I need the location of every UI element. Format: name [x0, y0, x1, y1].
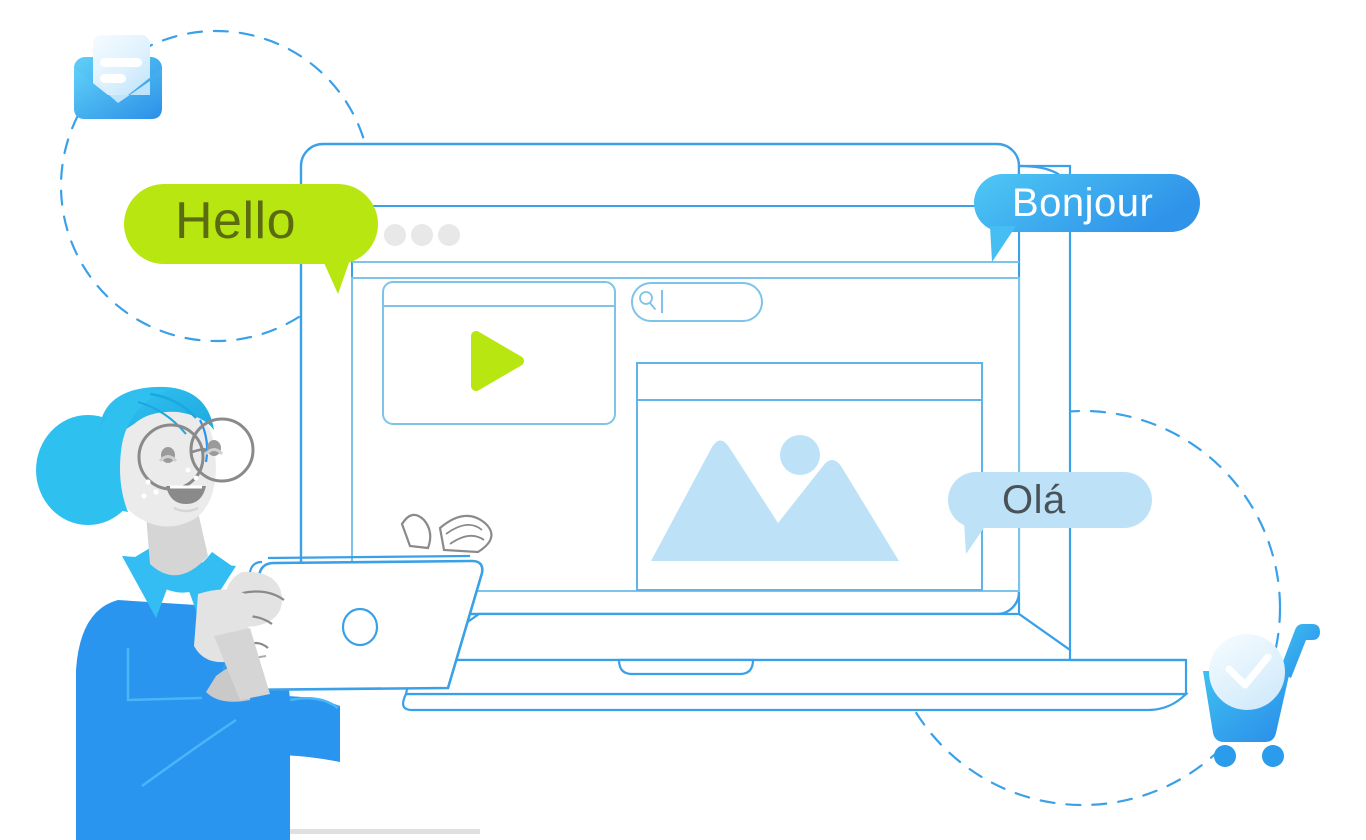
ola-bubble-body: [948, 472, 1152, 528]
bonjour-bubble[interactable]: [974, 174, 1200, 262]
hair-strand-2: [137, 401, 187, 435]
sleeve-crease-1: [126, 648, 203, 702]
search-input[interactable]: [631, 282, 763, 322]
right-arm: [240, 696, 340, 762]
glasses-lens-right: [189, 417, 255, 483]
window-dot-2[interactable]: [411, 224, 433, 246]
window-dot-1[interactable]: [384, 224, 406, 246]
shopping-cart-icon[interactable]: [1203, 624, 1320, 767]
wrist: [214, 628, 270, 700]
image-placeholder-card[interactable]: [636, 362, 983, 591]
check-icon: [1225, 653, 1272, 689]
eye-left-lid: [158, 455, 178, 463]
eye-right-lid: [204, 448, 224, 456]
video-player-card[interactable]: [382, 281, 616, 425]
envelope-flap-shade: [93, 81, 150, 103]
desktop-monitor[interactable]: [299, 142, 1189, 712]
hello-bubble-tail: [320, 254, 352, 294]
chin-line: [173, 506, 199, 513]
circle-logo: [341, 607, 379, 647]
cart-wheel-left: [1214, 745, 1236, 767]
browser-window-dots[interactable]: [384, 224, 460, 246]
finger-2: [438, 514, 493, 554]
dashed-circle-right: [884, 409, 1282, 807]
envelope-letter-line-1: [100, 58, 142, 67]
arm-crease: [289, 697, 339, 710]
cheek-freckles: [141, 467, 199, 499]
neck: [146, 512, 208, 576]
sun-circle: [780, 435, 820, 475]
hair-side: [91, 389, 168, 512]
ola-bubble-tail: [964, 522, 988, 554]
envelope-flap: [74, 68, 162, 119]
search-input-field[interactable]: [631, 282, 763, 322]
envelope-letter-line-2: [100, 74, 126, 83]
bonjour-bubble-tail: [990, 226, 1016, 262]
cart-wheel-right: [1262, 745, 1284, 767]
play-triangle-icon[interactable]: [471, 331, 524, 391]
finger-1: [400, 513, 432, 550]
monitor-base-front: [401, 692, 1189, 712]
laptop-lid-edge: [267, 554, 471, 560]
finger-crease-2: [449, 534, 485, 545]
monitor-base-notch: [617, 658, 755, 676]
hair-strand-1: [149, 392, 197, 419]
eyes: [158, 440, 224, 463]
mouth: [166, 486, 206, 504]
hair-strand-3: [199, 419, 209, 463]
monitor-side-panel: [1017, 164, 1072, 653]
left-hand-fingers: [400, 513, 493, 554]
hello-bubble[interactable]: [124, 184, 378, 294]
envelope-icon[interactable]: [74, 35, 162, 119]
hello-bubble-body: [124, 184, 378, 264]
floor-line: [110, 829, 480, 834]
monitor-deck: [409, 612, 1072, 662]
ola-bubble[interactable]: [948, 472, 1152, 554]
monitor-base-top: [404, 658, 1188, 696]
sleeve-crease-2: [141, 718, 237, 788]
cart-handle: [1279, 624, 1320, 678]
bonjour-bubble-body: [974, 174, 1200, 232]
search-icon: [639, 291, 656, 310]
mountain-shape: [651, 440, 899, 561]
finger-crease-1: [445, 524, 483, 535]
glasses-bridge: [191, 447, 207, 455]
cart-check-badge: [1209, 634, 1285, 710]
window-dot-3[interactable]: [438, 224, 460, 246]
woman-with-laptop[interactable]: [36, 386, 493, 840]
